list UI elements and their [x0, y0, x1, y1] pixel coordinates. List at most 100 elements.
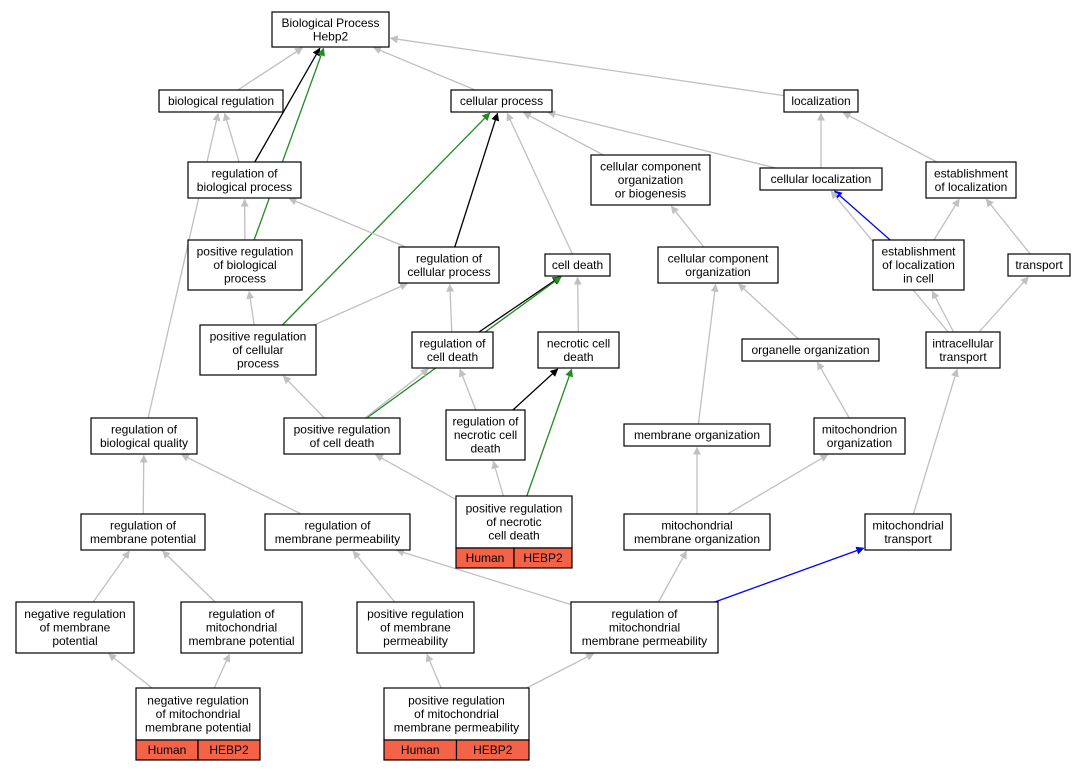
- edge-line: [372, 46, 476, 91]
- term-box: [356, 601, 475, 654]
- edge-line: [842, 112, 938, 163]
- term-node-cellular-process[interactable]: cellular process: [450, 89, 553, 113]
- edge-establishment-of-localization-to-localization: [842, 112, 938, 163]
- term-box: [590, 154, 711, 206]
- term-box: [925, 161, 1017, 199]
- edge-pos-reg-cellular-process-to-regulation-of-cellular-process: [313, 282, 408, 326]
- edge-establishment-of-localization-in-cell-to-cellular-localization: [833, 190, 891, 241]
- edge-mito-transport-to-intracellular-transport: [912, 368, 959, 515]
- term-box: [180, 601, 303, 654]
- edge-pos-reg-necrotic-cell-death-to-pos-reg-cell-death: [374, 454, 457, 501]
- edge-regulation-of-biological-process-to-bp: [254, 47, 321, 163]
- edge-mitochondrion-organization-to-organelle-organization: [816, 361, 850, 419]
- term-node-biological-regulation[interactable]: biological regulation: [158, 89, 284, 113]
- term-box: [783, 89, 859, 113]
- term-label-line: of cellular: [232, 343, 283, 357]
- edge-pos-reg-bio-process-to-bp: [253, 47, 325, 241]
- term-label-line: regulation of: [110, 519, 177, 533]
- edge-line: [933, 198, 960, 241]
- edge-pos-reg-membrane-permeability-to-reg-membrane-permeability: [352, 550, 396, 603]
- term-box: [741, 338, 880, 362]
- edge-reg-mito-membrane-permeability-to-mito-transport: [714, 546, 865, 603]
- edge-pos-reg-cell-death-to-regulation-of-cell-death: [364, 368, 429, 419]
- term-node-organelle-organization[interactable]: organelle organization: [741, 338, 880, 362]
- term-label-line: transport: [884, 532, 932, 546]
- edge-cellular-localization-to-cellular-process: [547, 110, 777, 169]
- edge-neg-reg-mito-membrane-potential-to-neg-reg-membrane-potential: [108, 653, 153, 689]
- term-label-line: mitochondrial: [206, 621, 277, 635]
- tag-label: Human: [401, 743, 440, 757]
- term-box: [187, 239, 303, 291]
- edge-biological-regulation-to-bp: [237, 47, 304, 91]
- term-label-line: membrane potential: [145, 721, 251, 735]
- term-label-line: regulation of: [419, 336, 486, 350]
- term-label-line: of cell death: [310, 436, 375, 450]
- edge-line: [478, 276, 561, 333]
- edge-line: [738, 283, 799, 340]
- term-label-line: cell death: [488, 529, 539, 543]
- term-label-line: of localization: [882, 258, 955, 272]
- term-label-line: of biological: [213, 258, 276, 272]
- edge-pos-reg-cell-death-to-pos-reg-cellular-process: [282, 375, 325, 419]
- species-tag: Human: [383, 739, 458, 761]
- edge-line: [426, 653, 442, 689]
- term-box: [864, 513, 952, 551]
- term-label-line: membrane organization: [634, 428, 760, 442]
- term-node-localization[interactable]: localization: [783, 89, 859, 113]
- term-node-cell-death[interactable]: cell death: [544, 253, 611, 277]
- term-node-membrane-organization[interactable]: membrane organization: [623, 423, 771, 447]
- edge-line: [92, 550, 130, 603]
- edge-ccob-to-cellular-process: [522, 112, 604, 156]
- edge-cellular-process-to-bp: [372, 46, 476, 91]
- term-label-line: cellular component: [600, 160, 701, 174]
- term-box: [158, 89, 284, 113]
- term-label-line: of membrane: [380, 621, 451, 635]
- term-node-cellular-localization[interactable]: cellular localization: [759, 167, 883, 191]
- edge-line: [281, 112, 491, 326]
- edge-reg-membrane-permeability-to-regulation-of-biological-quality: [180, 454, 302, 515]
- edge-line: [313, 282, 408, 326]
- term-label-line: membrane organization: [634, 532, 760, 546]
- edge-line: [833, 190, 891, 241]
- gene-tag: HEBP2: [513, 547, 573, 569]
- term-node-transport[interactable]: transport: [1007, 253, 1071, 277]
- term-label-line: cell death: [427, 350, 478, 364]
- term-label-line: regulation of: [611, 607, 678, 621]
- edge-line: [522, 112, 604, 156]
- term-label-line: negative regulation: [147, 694, 248, 708]
- term-label-line: permeability: [383, 634, 448, 648]
- edge-line: [547, 110, 777, 169]
- tag-label: HEBP2: [523, 551, 563, 565]
- edge-line: [246, 290, 255, 326]
- edge-line: [222, 112, 240, 163]
- edge-line: [816, 361, 850, 419]
